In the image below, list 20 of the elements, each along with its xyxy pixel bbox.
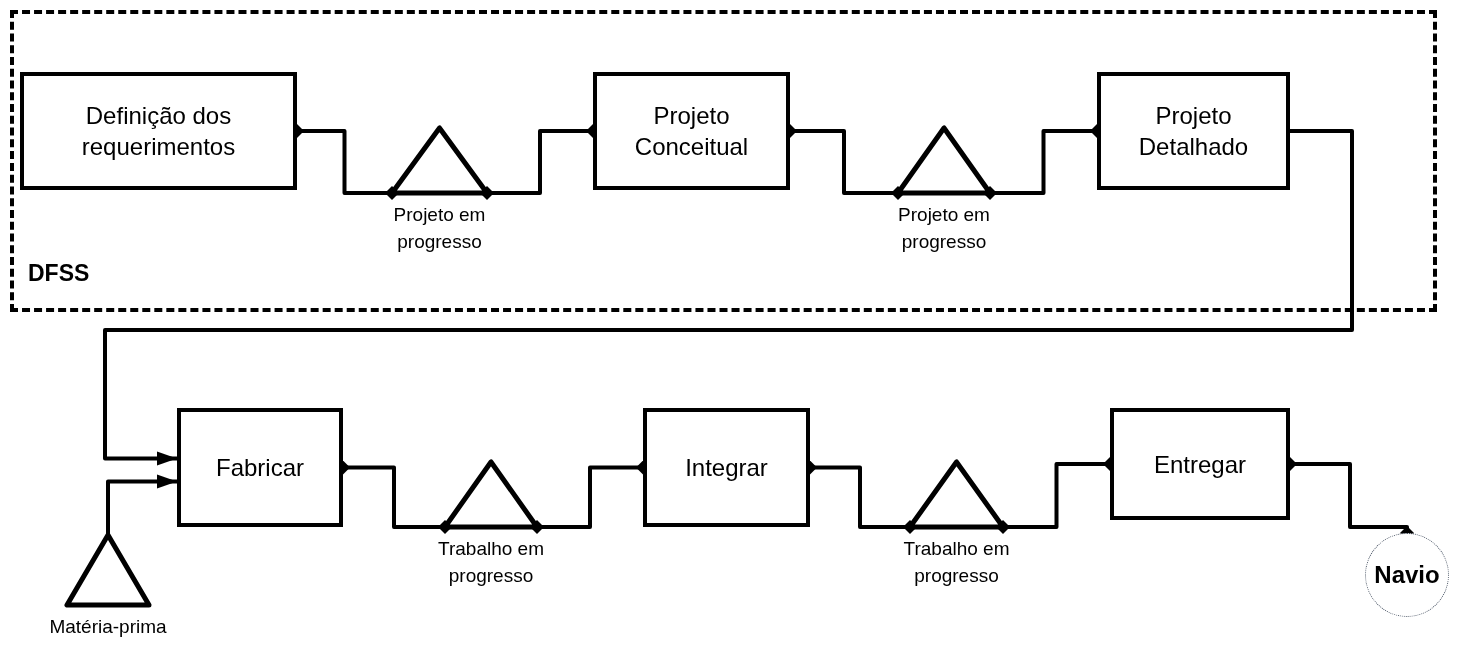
process-box: Definição dos requerimentos xyxy=(20,72,297,190)
caption-text: Matéria-prima xyxy=(48,615,168,639)
triangle-symbol xyxy=(392,128,487,193)
caption-text: Projeto em progresso xyxy=(392,203,487,254)
process-box: Entregar xyxy=(1110,408,1290,520)
process-box: Projeto Detalhado xyxy=(1097,72,1290,190)
dashed-group-frame xyxy=(10,10,1437,312)
process-box: Fabricar xyxy=(177,408,343,527)
caption-text: Projeto em progresso xyxy=(897,203,991,254)
triangle-symbol xyxy=(67,535,149,605)
caption-text: Trabalho em progresso xyxy=(437,537,545,588)
caption-text: Trabalho em progresso xyxy=(902,537,1011,588)
triangle-symbol xyxy=(910,462,1003,527)
group-label: DFSS xyxy=(28,258,90,288)
process-box: Integrar xyxy=(643,408,810,527)
process-box: Projeto Conceitual xyxy=(593,72,790,190)
connector-line xyxy=(106,474,177,535)
triangle-symbol xyxy=(445,462,537,527)
triangle-symbol xyxy=(898,128,990,193)
connector-line xyxy=(103,129,1354,466)
